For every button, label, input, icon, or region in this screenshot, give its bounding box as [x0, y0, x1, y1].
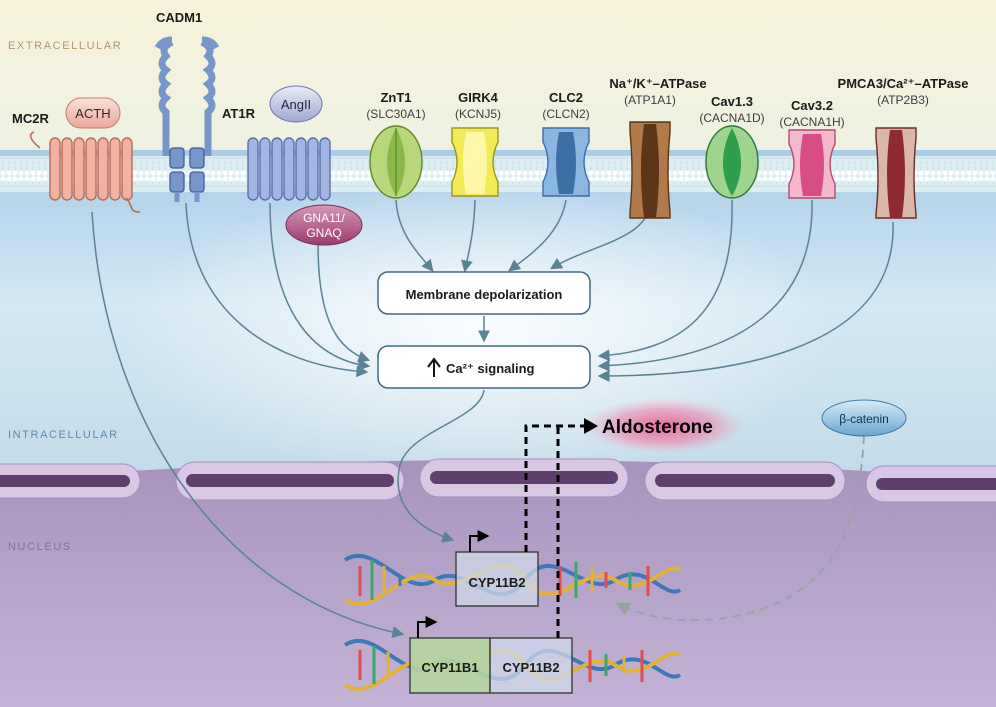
na-k-atpase-label: Na⁺/K⁺–ATPase	[609, 76, 706, 91]
aldosterone-arrow-head	[584, 418, 598, 434]
acth-ligand: ACTH	[65, 97, 121, 129]
at1r-receptor	[247, 137, 331, 201]
aldosterone-output-path	[524, 424, 586, 638]
pmca3-label: PMCA3/Ca²⁺–ATPase	[838, 76, 969, 91]
cav32-gene: (CACNA1H)	[779, 115, 844, 129]
acth-label: ACTH	[75, 106, 110, 121]
znt1-channel	[369, 125, 423, 199]
cav32-label: Cav3.2	[791, 98, 833, 113]
ca-signaling-box: Ca²⁺ signaling	[377, 345, 591, 389]
pmca3-gene: (ATP2B3)	[877, 93, 929, 107]
mc2r-label: MC2R	[12, 111, 49, 126]
cyp11b2-top-label: CYP11B2	[468, 575, 525, 590]
extracellular-label: EXTRACELLULAR	[8, 40, 122, 52]
clc2-label: CLC2	[549, 90, 583, 105]
cyp11b-locus-bottom: CYP11B1 CYP11B2	[409, 616, 573, 694]
angii-ligand: AngII	[269, 85, 323, 123]
cyp11b2-bottom-label: CYP11B2	[502, 660, 559, 675]
nuclear-envelope	[0, 458, 996, 503]
arrow-mc2r-to-cyp11b1	[91, 211, 405, 639]
arrow-cadm1-to-ca	[185, 202, 369, 378]
aldosterone-label: Aldosterone	[602, 417, 713, 438]
angii-label: AngII	[281, 97, 311, 112]
arrow-cav13-to-ca	[597, 199, 733, 362]
cyp11b2-gene-top: CYP11B2	[455, 530, 539, 607]
gnaq-label: GNAQ	[306, 226, 341, 240]
signaling-arrows	[91, 199, 894, 639]
cav13-channel	[705, 125, 759, 199]
at1r-label: AT1R	[222, 106, 256, 121]
beta-catenin-protein: β-catenin	[821, 399, 907, 437]
na-k-atpase-gene: (ATP1A1)	[624, 93, 676, 107]
znt1-label: ZnT1	[380, 90, 411, 105]
membrane-depolarization-label: Membrane depolarization	[406, 287, 563, 302]
mc2r-receptor	[29, 131, 141, 213]
arrow-beta-catenin-to-cyp11b2	[615, 435, 865, 622]
up-arrow-icon	[427, 357, 441, 377]
gna11-gnaq-protein: GNA11/ GNAQ	[285, 204, 363, 246]
arrow-ca-to-cyp11b2	[397, 389, 485, 543]
membrane-depolarization-box: Membrane depolarization	[377, 271, 591, 315]
cav32-channel	[788, 129, 836, 199]
intracellular-label: INTRACELLULAR	[8, 429, 119, 441]
promoter-arrow-icon	[469, 530, 490, 552]
ca-signaling-label: Ca²⁺ signaling	[446, 361, 535, 376]
pmca3-pump	[875, 127, 917, 219]
promoter-arrow-icon-bottom	[417, 616, 438, 638]
girk4-label: GIRK4	[458, 90, 499, 105]
nucleus-label: NUCLEUS	[8, 541, 72, 553]
cadm1-protein	[154, 36, 220, 202]
aldosterone-glow	[582, 398, 746, 454]
arrow-cav32-to-ca	[597, 199, 813, 372]
znt1-gene: (SLC30A1)	[366, 107, 425, 121]
arrow-girk4-to-depol	[461, 199, 476, 273]
beta-catenin-label: β-catenin	[839, 412, 889, 426]
arrow-at1r-to-ca	[269, 202, 371, 371]
gna11-label: GNA11/	[303, 211, 345, 225]
arrow-pmca3-to-ca	[597, 221, 894, 382]
clc2-channel	[542, 127, 590, 197]
cyp11b1-label: CYP11B1	[421, 660, 478, 675]
girk4-gene: (KCNJ5)	[455, 107, 501, 121]
clc2-gene: (CLCN2)	[542, 107, 589, 121]
girk4-channel	[451, 127, 499, 197]
arrow-gnaq-to-ca	[317, 243, 371, 363]
arrow-clc2-to-depol	[508, 199, 567, 272]
cadm1-label: CADM1	[156, 10, 202, 25]
na-k-atpase-pump	[629, 121, 671, 219]
arrow-znt1-to-depol	[395, 199, 434, 272]
cav13-gene: (CACNA1D)	[699, 111, 764, 125]
cav13-label: Cav1.3	[711, 94, 753, 109]
